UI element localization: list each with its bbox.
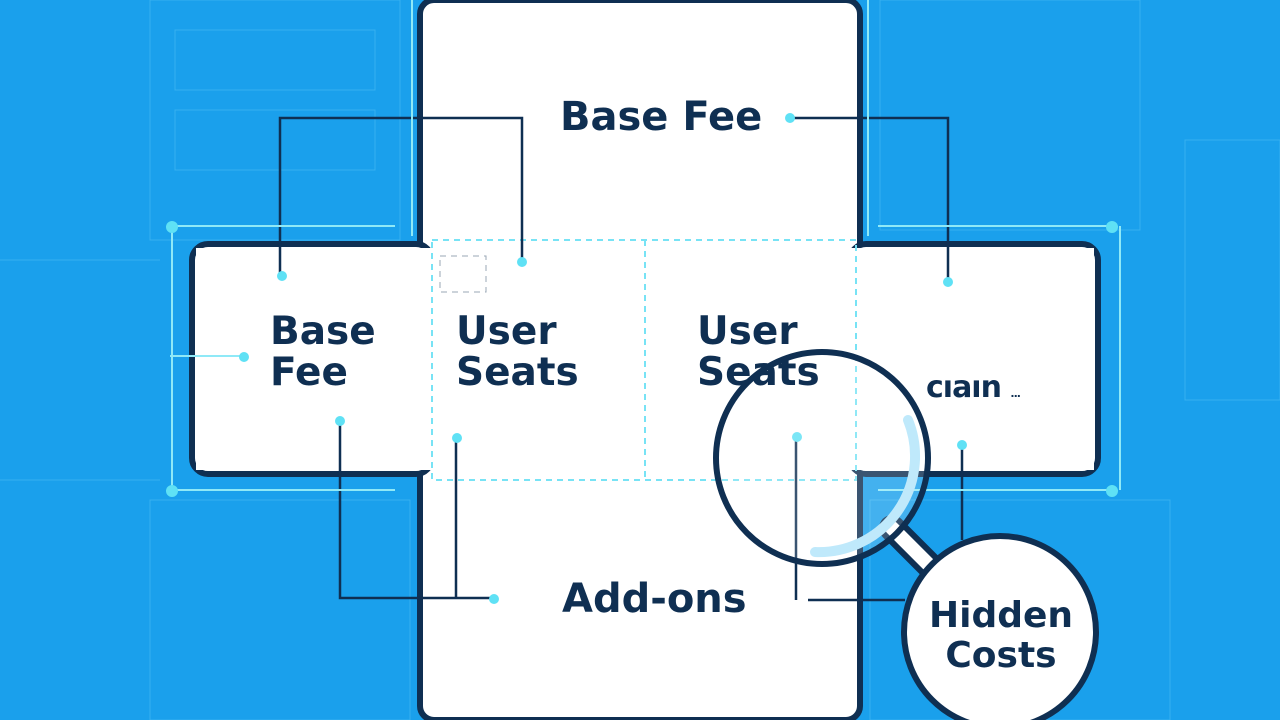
cross-shape xyxy=(189,0,1101,720)
hidden-costs-label: Hidden Costs xyxy=(928,595,1074,677)
magnifier-icon xyxy=(713,349,1099,720)
right-block-label: cıaın ... xyxy=(926,370,1021,405)
user-seats-right-label: User Seats xyxy=(697,309,820,395)
base-fee-top-label: Base Fee xyxy=(560,94,763,140)
connector-dots xyxy=(166,113,1118,604)
accent-lines xyxy=(170,0,1121,491)
user-seats-left-label: User Seats xyxy=(456,309,579,395)
add-ons-label: Add-ons xyxy=(562,576,747,622)
base-fee-left-label: Base Fee xyxy=(270,309,376,395)
